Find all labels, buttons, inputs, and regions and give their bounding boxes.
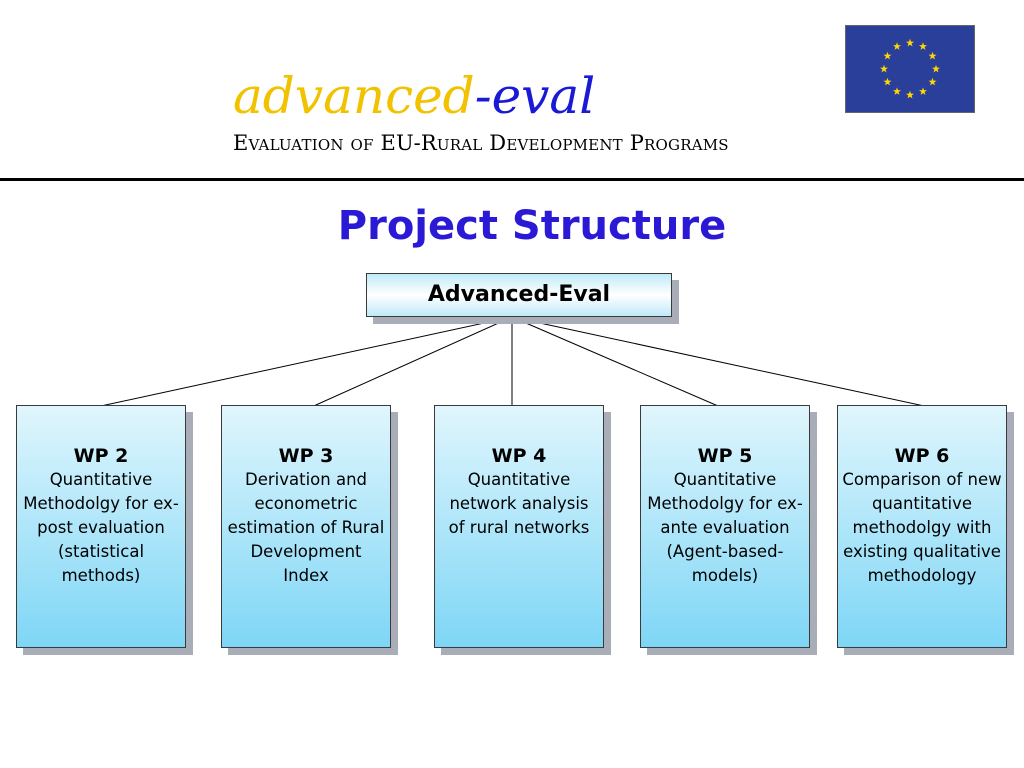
logo-part-advanced: advanced — [233, 67, 475, 125]
wp-box-2: WP 2 Quantitative Methodolgy for ex-post… — [16, 405, 186, 648]
root-node: Advanced-Eval — [366, 273, 672, 317]
wp-description: Comparison of new quantitative methodolg… — [842, 470, 1002, 585]
flag-star — [883, 51, 892, 60]
logo: advanced-eval — [233, 66, 595, 126]
flag-star — [880, 64, 888, 73]
page-title: Project Structure — [337, 203, 727, 249]
flag-star — [928, 51, 937, 60]
wp-title: WP 3 — [278, 445, 334, 467]
subtitle: Evaluation of EU-Rural Development Progr… — [233, 131, 729, 155]
eu-flag-icon — [845, 25, 975, 113]
flag-star — [883, 77, 892, 86]
connector-wp6 — [511, 316, 939, 410]
logo-part-eval: -eval — [474, 67, 596, 125]
wp-box-5: WP 5 Quantitative Methodolgy for ex-ante… — [640, 405, 810, 648]
wp-title: WP 2 — [73, 445, 129, 467]
flag-star — [893, 87, 901, 95]
wp-description: Quantitative Methodolgy for ex-post eval… — [23, 470, 179, 585]
header-divider — [0, 178, 1024, 181]
flag-star — [928, 77, 937, 86]
wp-description: Derivation and econometric estimation of… — [227, 470, 385, 585]
wp-title: WP 6 — [894, 445, 950, 467]
eu-flag-stars — [880, 38, 940, 99]
connector-wp3 — [306, 316, 513, 410]
wp-description: Quantitative network analysis of rural n… — [448, 470, 590, 537]
wp-description: Quantitative Methodolgy for ex-ante eval… — [647, 470, 803, 585]
flag-star — [932, 64, 940, 73]
flag-star — [919, 87, 927, 95]
wp-box-3: WP 3 Derivation and econometric estimati… — [221, 405, 391, 648]
wp-box-4: WP 4 Quantitative network analysis of ru… — [434, 405, 604, 648]
flag-star — [919, 42, 927, 50]
wp-title: WP 4 — [491, 445, 547, 467]
flag-star — [906, 38, 914, 47]
wp-box-6: WP 6 Comparison of new quantitative meth… — [837, 405, 1007, 648]
connector-wp2 — [86, 316, 513, 410]
flag-star — [906, 90, 914, 99]
connector-wp5 — [511, 316, 726, 410]
wp-title: WP 5 — [697, 445, 753, 467]
flag-star — [893, 42, 901, 50]
